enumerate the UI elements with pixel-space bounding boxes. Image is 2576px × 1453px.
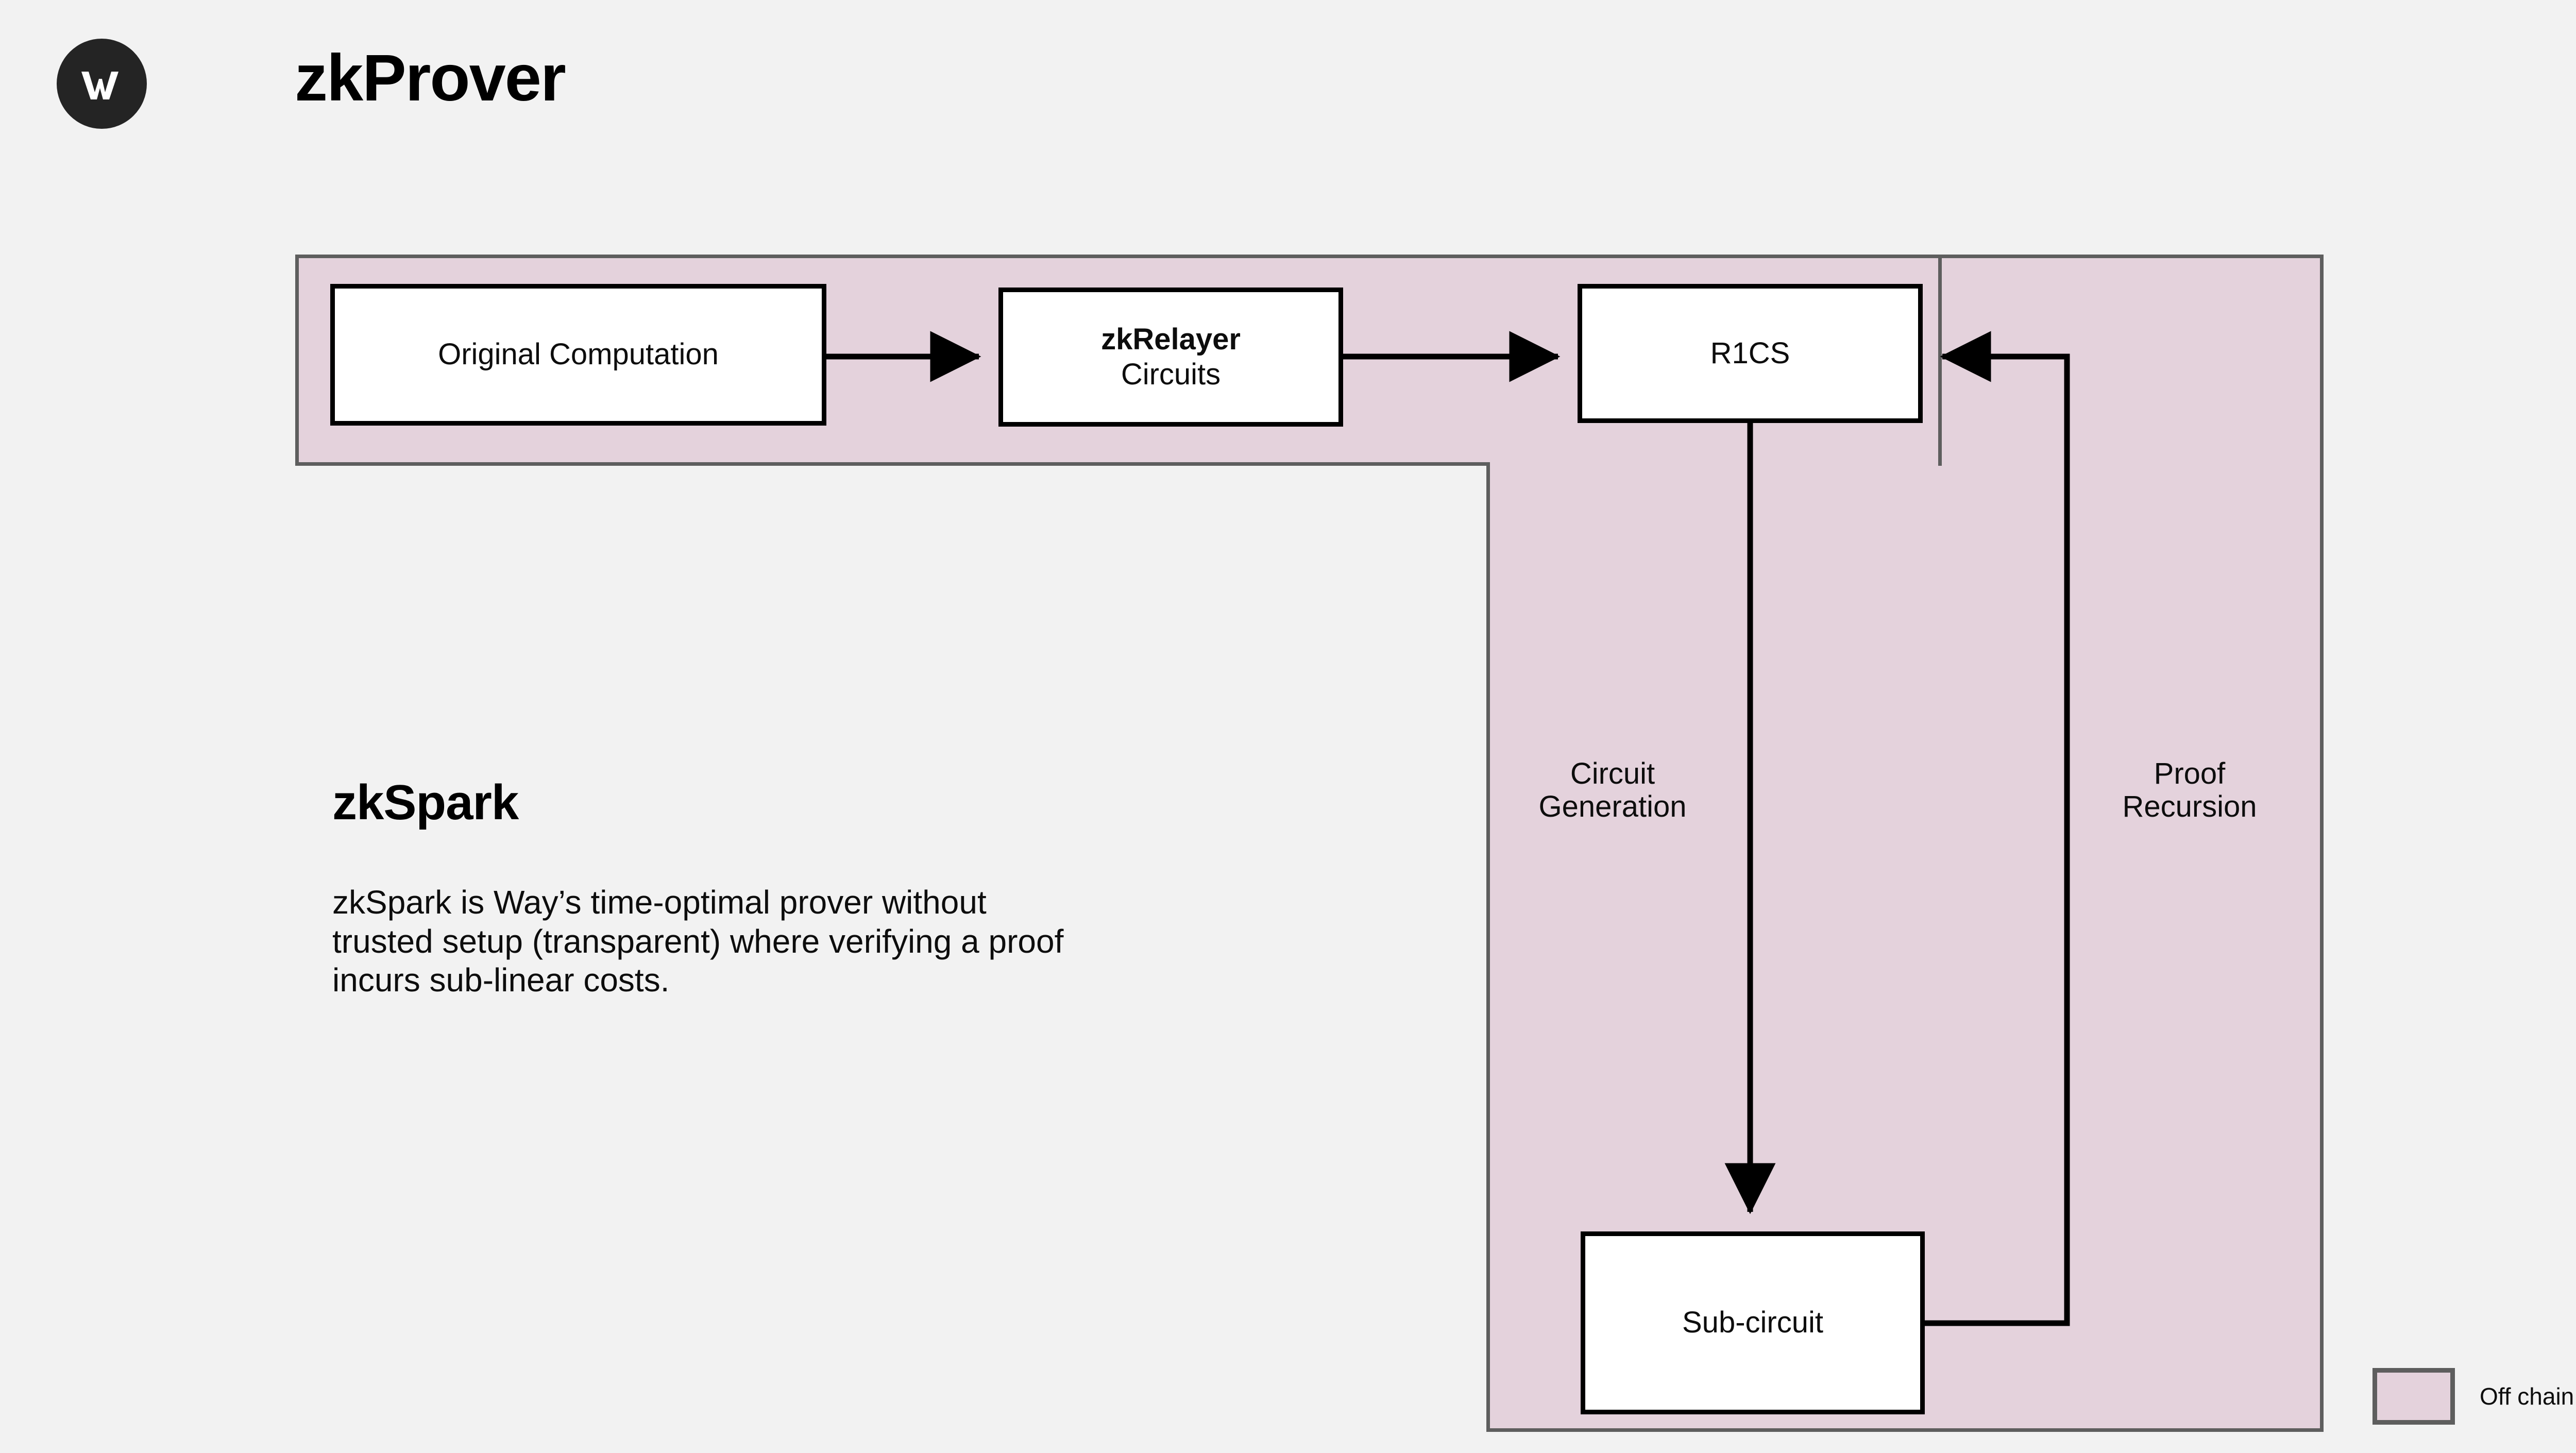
edge-subcircuit-to-r1cs	[1925, 331, 2070, 1326]
node-original-computation[interactable]: Original Computation	[330, 284, 826, 426]
edge-label-circuit-generation: Circuit Generation	[1494, 757, 1731, 823]
node-label: R1CS	[1710, 336, 1790, 370]
legend: Off chain	[2372, 1368, 2574, 1425]
legend-item-label: Off chain	[2480, 1383, 2574, 1410]
node-r1cs[interactable]: R1CS	[1578, 284, 1923, 423]
edge-label-proof-recursion: Proof Recursion	[2071, 757, 2308, 823]
edge-label-line-1: Circuit	[1570, 757, 1655, 790]
way-w-logo-icon	[57, 39, 147, 129]
region-seam-vertical	[1490, 258, 1497, 462]
node-label: Original Computation	[438, 337, 719, 371]
node-zkrelayer-circuits[interactable]: zkRelayer Circuits	[998, 288, 1343, 427]
node-label: zkRelayer	[1101, 322, 1241, 356]
edge-label-line-2: Generation	[1538, 789, 1687, 823]
off-chain-swatch	[2372, 1368, 2455, 1425]
zkspark-description: zkSpark is Way’s time-optimal prover wit…	[332, 884, 1064, 999]
page-title: zkProver	[295, 41, 566, 115]
node-sublabel: Circuits	[1121, 358, 1221, 391]
edge-label-line-1: Proof	[2154, 757, 2226, 790]
node-label: Sub-circuit	[1682, 1306, 1823, 1340]
node-subcircuit[interactable]: Sub-circuit	[1581, 1231, 1925, 1414]
edge-label-line-2: Recursion	[2122, 789, 2257, 823]
region-seam-horizontal	[1490, 459, 1938, 466]
page-header: zkProver	[0, 0, 2576, 216]
zkspark-section: zkSpark zkSpark is Way’s time-optimal pr…	[332, 778, 1105, 1000]
zkspark-heading: zkSpark	[332, 775, 519, 830]
